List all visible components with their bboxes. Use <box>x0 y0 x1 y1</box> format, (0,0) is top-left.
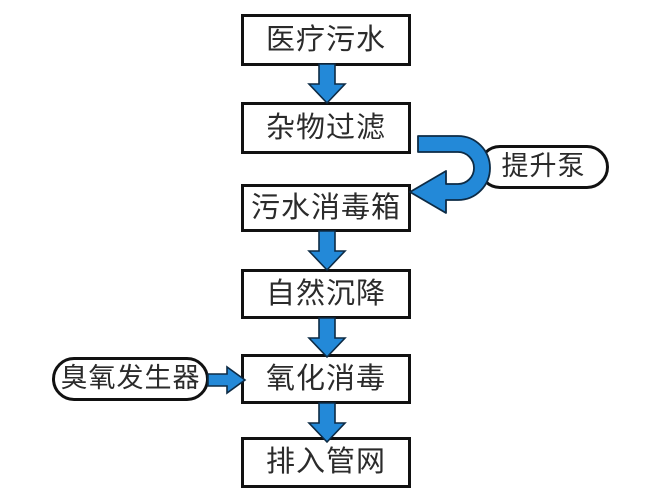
flow-node-label: 自然沉降 <box>265 275 386 310</box>
flow-node-natural-sedimentation[interactable]: 自然沉降 <box>241 269 411 319</box>
flow-node-wastewater-disinfection-tank[interactable]: 污水消毒箱 <box>241 184 411 232</box>
arrow-down-medical-wastewater-to-debris-filtration <box>307 63 347 105</box>
arrow-uturn-lift-pump-to-disinfection-tank <box>406 126 498 218</box>
flow-node-debris-filtration[interactable]: 杂物过滤 <box>241 102 411 154</box>
arrow-down-sedimentation-to-oxidation <box>307 317 347 359</box>
arrow-right-ozone-generator-to-oxidation <box>207 365 247 395</box>
flow-node-label: 杂物过滤 <box>265 109 386 144</box>
side-node-lift-pump[interactable]: 提升泵 <box>478 145 609 189</box>
flow-node-label: 氧化消毒 <box>265 360 386 395</box>
side-node-label: 臭氧发生器 <box>60 362 201 394</box>
flow-node-oxidation-disinfection[interactable]: 氧化消毒 <box>241 354 411 404</box>
flow-node-label: 污水消毒箱 <box>250 189 401 224</box>
arrow-down-oxidation-to-discharge <box>307 402 347 444</box>
flow-node-label: 医疗污水 <box>265 21 386 56</box>
arrow-down-disinfection-tank-to-sedimentation <box>307 230 347 272</box>
flow-node-medical-wastewater[interactable]: 医疗污水 <box>241 14 411 66</box>
flow-node-discharge-to-pipe-network[interactable]: 排入管网 <box>241 437 411 488</box>
side-node-ozone-generator[interactable]: 臭氧发生器 <box>52 357 209 401</box>
flow-node-label: 排入管网 <box>265 444 386 478</box>
side-node-label: 提升泵 <box>501 150 586 182</box>
